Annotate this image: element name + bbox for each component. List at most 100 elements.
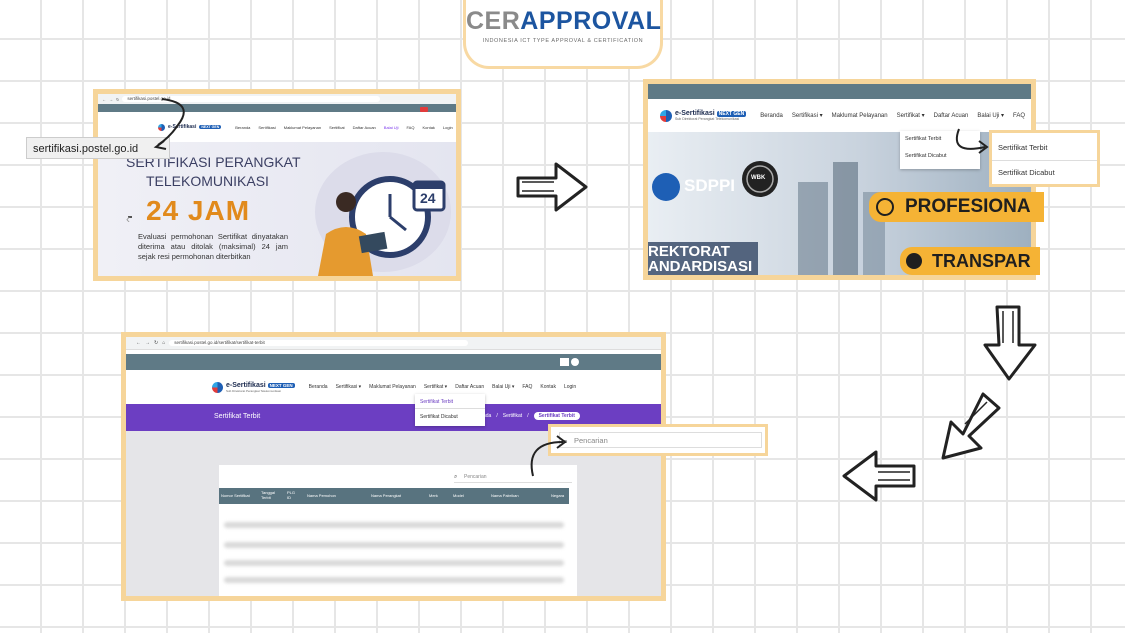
curved-arrow-1 — [153, 98, 185, 150]
site-logo[interactable]: e-Sertifikasi NEXT GEN Sub Direktorat Pe… — [212, 381, 295, 393]
dropdown-sertifikat-terbit[interactable]: Sertifikat Terbit — [415, 394, 485, 409]
search-placeholder: Pencarian — [574, 436, 608, 445]
nav-daftar-acuan[interactable]: Daftar Acuan — [352, 124, 376, 130]
topbar — [648, 84, 1031, 99]
nav-beranda[interactable]: Beranda — [308, 384, 328, 390]
sertifikat-dropdown-callout: Sertifikat Terbit Sertifikat Dicabut — [989, 130, 1100, 187]
site-header: e-Sertifikasi NEXT GEN Sub Direktorat Pe… — [648, 99, 1031, 132]
nav-login[interactable]: Login — [563, 384, 577, 390]
site-logo[interactable]: e-Sertifikasi NEXT GEN — [158, 123, 222, 131]
nav-balai-uji[interactable]: Balai Uji ▾ — [492, 384, 515, 390]
nav-faq[interactable]: FAQ — [522, 384, 533, 390]
logo-part-appr: APPR — [520, 7, 592, 35]
table-search-placeholder: Pencarian — [464, 474, 487, 480]
nav-beranda[interactable]: Beranda — [235, 124, 251, 130]
profesional-badge: PROFESIONA — [869, 192, 1044, 222]
forward-icon[interactable]: → — [145, 340, 150, 346]
callout-sertifikat-dicabut[interactable]: Sertifikat Dicabut — [992, 160, 1097, 177]
brand-tag: NEXT GEN — [267, 382, 295, 388]
th-merk[interactable]: Merk — [429, 493, 438, 498]
certificate-table-card: ⌕ Pencarian — [219, 465, 577, 596]
nav-login[interactable]: Login — [442, 124, 453, 130]
logo-part-cer: CER — [466, 7, 521, 35]
globe-icon[interactable] — [571, 358, 579, 366]
th-nama-perangkat[interactable]: Nama Perangkat — [371, 493, 402, 498]
hero-banner: 24 ‹ — [98, 142, 456, 276]
breadcrumb-home[interactable]: nda — [483, 413, 492, 419]
nav-balai-uji[interactable]: Balai Uji — [383, 124, 399, 130]
dropdown-sertifikat-dicabut[interactable]: Sertifikat Dicabut — [905, 153, 947, 159]
nav-sertifikasi[interactable]: Sertifikasi ▾ — [791, 113, 823, 119]
nav-sertifikat[interactable]: Sertifikat — [329, 124, 345, 130]
table-row — [224, 560, 564, 566]
screenshot-homepage: ← → ↻ sertifikasi.postel.go.id e-Sertifi… — [93, 89, 461, 281]
calendar-number: 24 — [420, 190, 436, 206]
search-input[interactable]: ⌕ Pencarian — [559, 432, 762, 448]
sertifikat-dropdown: Sertifikat Terbit Sertifikat Dicabut — [415, 394, 485, 426]
dropdown-sertifikat-dicabut[interactable]: Sertifikat Dicabut — [420, 414, 458, 420]
search-icon: ⌕ — [563, 436, 569, 446]
address-bar[interactable]: sertifikasi.postel.go.id — [122, 96, 381, 102]
brand-tag: NEXT GEN — [199, 125, 222, 129]
sdppi-logo-text: SDPPI — [684, 176, 736, 195]
arrow-down-left-icon — [941, 392, 1001, 460]
site-header: e-Sertifikasi NEXT GEN Sub Direktorat Pe… — [126, 370, 661, 404]
breadcrumb-sertifikat[interactable]: Sertifikat — [502, 413, 523, 419]
nav-faq[interactable]: FAQ — [1013, 112, 1026, 119]
th-nomor-sertifikat[interactable]: Nomor Sertifikat — [221, 493, 250, 498]
brand-tag: NEXT GEN — [716, 111, 747, 117]
nav-sertifikasi[interactable]: Sertifikasi — [258, 124, 276, 130]
search-icon: ⌕ — [454, 474, 458, 480]
flag-icon[interactable] — [420, 107, 428, 112]
nav-kontak[interactable]: Kontak — [540, 384, 556, 390]
nav-sertifikasi[interactable]: Sertifikasi ▾ — [335, 384, 362, 390]
page-title: Sertifikat Terbit — [214, 413, 261, 420]
hero-title-line2: TELEKOMUNIKASI — [146, 173, 269, 189]
callout-sertifikat-terbit[interactable]: Sertifikat Terbit — [998, 143, 1048, 152]
nav-balai-uji[interactable]: Balai Uji ▾ — [977, 113, 1005, 119]
dropdown-sertifikat-terbit[interactable]: Sertifikat Terbit — [905, 136, 942, 142]
brand-name: e-Sertifikasi — [226, 381, 266, 389]
arrow-left-icon — [842, 450, 916, 502]
flag-icon[interactable] — [560, 358, 569, 366]
nav-faq[interactable]: FAQ — [406, 124, 415, 130]
table-search-input[interactable]: ⌕ Pencarian — [454, 471, 572, 483]
th-nama-pabrikan[interactable]: Nama Pabrikan — [491, 493, 519, 498]
reload-icon[interactable]: ↻ — [154, 340, 159, 346]
site-logo[interactable]: e-Sertifikasi NEXT GEN Sub Direktorat Pe… — [660, 109, 747, 122]
th-model[interactable]: Model — [453, 493, 464, 498]
nav-maklumat[interactable]: Maklumat Pelayanan — [831, 112, 888, 119]
logo-icon — [158, 123, 165, 131]
th-negara[interactable]: Negara — [551, 493, 565, 498]
logo-part-val: VAL — [611, 7, 662, 35]
table-row — [224, 542, 564, 548]
th-tanggal-terbit[interactable]: Tanggal Terbit — [261, 490, 276, 500]
forward-icon[interactable]: → — [109, 96, 113, 102]
topbar — [126, 354, 661, 370]
address-bar[interactable]: sertifikasi.postel.go.id/sertifikat/sert… — [169, 340, 468, 346]
logo-icon — [660, 109, 672, 122]
nav-daftar-acuan[interactable]: Daftar Acuan — [455, 384, 485, 390]
th-plg-id[interactable]: PLG ID — [287, 490, 296, 500]
brand-subtitle: Sub Direktorat Perangkat Telekomunikasi — [675, 117, 740, 121]
nav-sertifikat[interactable]: Sertifikat ▾ — [896, 113, 925, 119]
browser-chrome: ← → ↻ ⌂ sertifikasi.postel.go.id/sertifi… — [126, 337, 661, 350]
nav-beranda[interactable]: Beranda — [760, 112, 783, 119]
nav-daftar-acuan[interactable]: Daftar Acuan — [933, 112, 969, 119]
table-row — [224, 522, 564, 528]
nav-kontak[interactable]: Kontak — [422, 124, 435, 130]
home-icon[interactable]: ⌂ — [162, 340, 166, 346]
sertifikat-dropdown: Sertifikat Terbit Sertifikat Dicabut — [900, 131, 980, 169]
back-icon[interactable]: ← — [136, 340, 141, 346]
nav-sertifikat[interactable]: Sertifikat ▾ — [423, 384, 448, 390]
th-nama-pemohon[interactable]: Nama Pemohon — [307, 493, 336, 498]
logo-part-o: O — [591, 7, 612, 35]
logo-wordmark: CERAPPROVAL — [466, 7, 662, 36]
reload-icon[interactable]: ↻ — [116, 96, 120, 102]
nav-maklumat[interactable]: Maklumat Pelayanan — [283, 124, 322, 130]
back-icon[interactable]: ← — [102, 96, 106, 102]
target-icon — [906, 253, 922, 269]
carousel-prev-icon[interactable]: ‹ — [126, 212, 130, 226]
nav-maklumat[interactable]: Maklumat Pelayanan — [369, 384, 416, 390]
wbk-badge-text: WBK — [751, 175, 766, 181]
